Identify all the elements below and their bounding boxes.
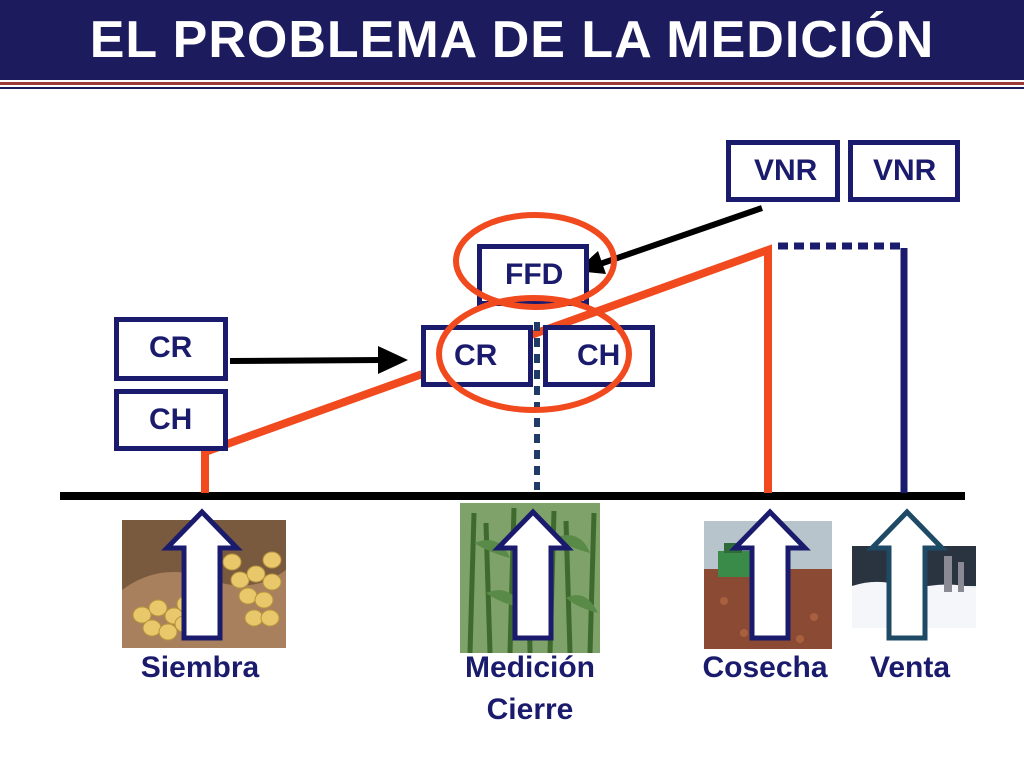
transfer-arrow-line	[229, 357, 386, 364]
stage-label-venta: Venta	[869, 651, 951, 684]
medicion-up-arrow	[492, 508, 574, 641]
ch-box-left: CH	[114, 389, 228, 451]
vnr-right-text: VNR	[873, 154, 937, 187]
cr-ch-highlight-circle	[436, 295, 632, 413]
stage-label-siembra: Siembra	[140, 651, 260, 684]
page-title: EL PROBLEMA DE LA MEDICIÓN	[89, 11, 935, 69]
stage-label-medicion: Medición	[464, 651, 595, 684]
stage-label-cierre: Cierre	[486, 693, 574, 726]
title-bar: EL PROBLEMA DE LA MEDICIÓN	[0, 0, 1024, 80]
ffd-text: FFD	[505, 258, 564, 291]
title-divider-navy	[0, 87, 1024, 89]
ffd-highlight-circle	[453, 212, 617, 310]
cr-left-text: CR	[149, 331, 193, 364]
vnr-box-left: VNR	[726, 140, 840, 202]
siembra-up-arrow	[161, 508, 243, 641]
vnr-box-right: VNR	[848, 140, 960, 202]
ch-left-text: CH	[149, 403, 193, 436]
cosecha-up-arrow	[729, 508, 811, 641]
cr-box-left: CR	[114, 317, 228, 381]
ch-mid-text: CH	[577, 339, 621, 372]
transfer-arrow-head	[378, 346, 408, 374]
stage-label-cosecha: Cosecha	[702, 651, 828, 684]
venta-up-arrow	[866, 508, 948, 641]
cr-mid-text: CR	[454, 339, 498, 372]
vnr-arrow-line	[599, 205, 763, 267]
ch-box-mid: CH	[543, 325, 655, 387]
vnr-left-text: VNR	[754, 154, 818, 187]
title-divider-red	[0, 82, 1024, 85]
